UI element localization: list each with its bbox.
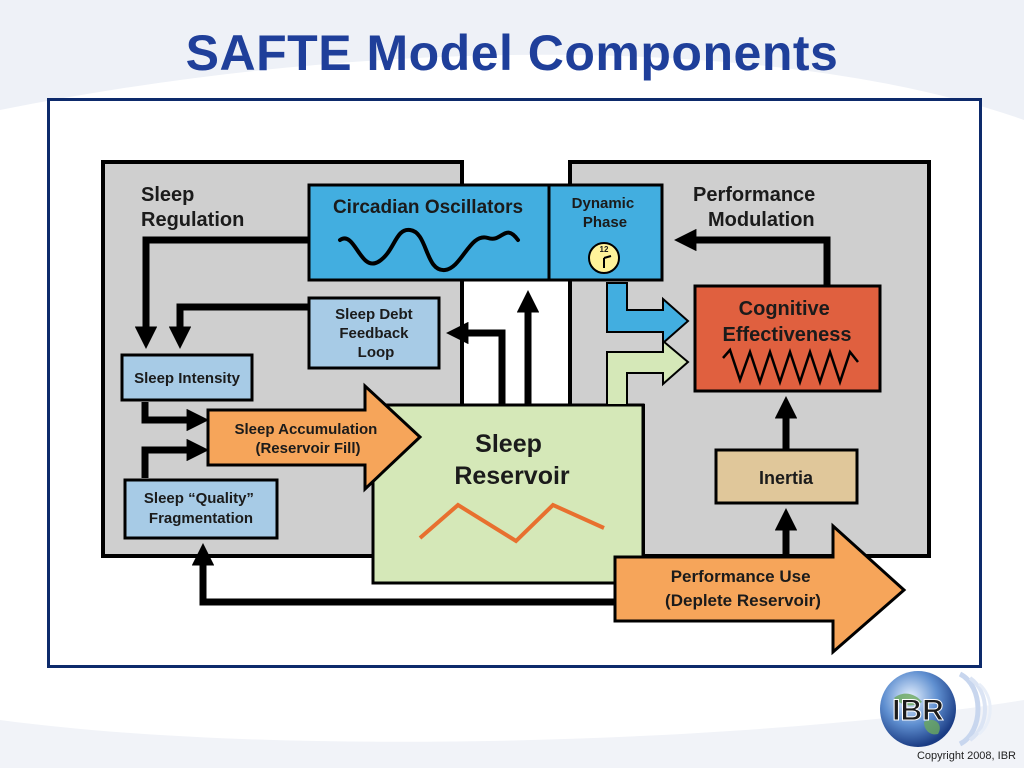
clock-icon: 12 — [588, 242, 620, 274]
connector-arrows — [134, 228, 831, 606]
performance-wave-icon — [722, 347, 859, 386]
sleep-intensity-label: Sleep Intensity — [134, 370, 241, 387]
sleep-debt-feedback-label: Sleep Debt Feedback Loop — [335, 306, 417, 361]
copyright-text: Copyright 2008, IBR — [916, 750, 1016, 762]
reservoir-zigzag-icon — [418, 502, 605, 544]
performance-modulation-label: Performance Modulation — [693, 184, 821, 231]
inertia-box — [714, 448, 859, 505]
dynamic-phase-label: Dynamic Phase — [572, 195, 639, 231]
sleep-intensity-box — [120, 353, 254, 402]
phase-to-cognitive-arrow — [606, 282, 690, 346]
logo-text: IBR — [892, 694, 944, 727]
performance-use-label: Performance Use (Deplete Reservoir) — [665, 567, 821, 610]
cognitive-effectiveness-box — [693, 284, 882, 393]
sleep-accumulation-label: Sleep Accumulation (Reservoir Fill) — [235, 421, 382, 457]
ibr-logo: IBR — [880, 671, 992, 747]
cognitive-effectiveness-label: Cognitive Effectiveness — [723, 298, 852, 346]
performance-use-arrow — [613, 522, 907, 656]
circadian-wave-icon — [338, 228, 520, 272]
sleep-debt-feedback-box — [307, 296, 441, 370]
svg-text:12: 12 — [600, 245, 609, 254]
dynamic-phase-box — [547, 183, 664, 282]
sleep-quality-box — [123, 478, 279, 540]
inertia-label: Inertia — [759, 468, 814, 488]
sleep-quality-label: Sleep “Quality” Fragmentation — [144, 490, 258, 527]
sleep-reservoir-label: Sleep Reservoir — [454, 430, 570, 490]
circadian-oscillators-label: Circadian Oscillators — [333, 197, 523, 218]
sleep-regulation-label: Sleep Regulation — [141, 184, 244, 231]
slide-title: SAFTE Model Components — [185, 25, 839, 81]
sleep-accumulation-arrow — [206, 382, 423, 493]
reservoir-to-cognitive-arrow — [606, 338, 690, 406]
